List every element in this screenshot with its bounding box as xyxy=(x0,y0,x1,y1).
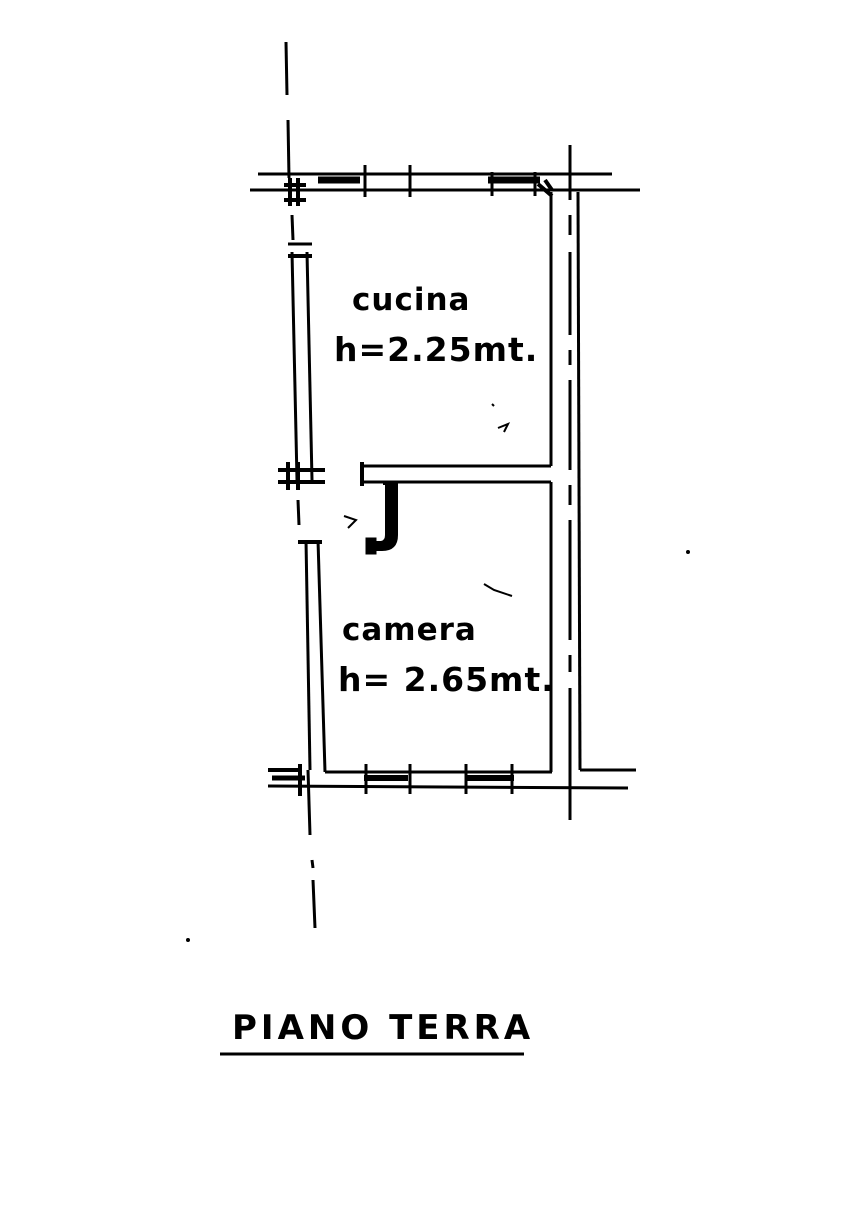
stray-marks xyxy=(186,403,690,942)
top-wall xyxy=(250,165,640,197)
room-height-cucina: h=2.25mt. xyxy=(334,330,539,369)
neighbour-wall xyxy=(568,145,582,820)
room-label-camera: camera xyxy=(342,612,477,648)
floor-title: PIANO TERRA xyxy=(232,1008,535,1048)
left-mid-junction xyxy=(278,462,325,490)
top-left-corner xyxy=(284,178,306,206)
left-axis-line xyxy=(284,41,317,929)
partition-wall xyxy=(360,462,551,486)
bottom-wall xyxy=(267,764,636,796)
room-label-cucina: cucina xyxy=(352,282,471,318)
room-height-camera: h= 2.65mt. xyxy=(338,660,555,699)
cucina-left-wall xyxy=(288,242,314,481)
camera-left-wall xyxy=(298,539,327,773)
flue-pipe xyxy=(365,483,398,555)
